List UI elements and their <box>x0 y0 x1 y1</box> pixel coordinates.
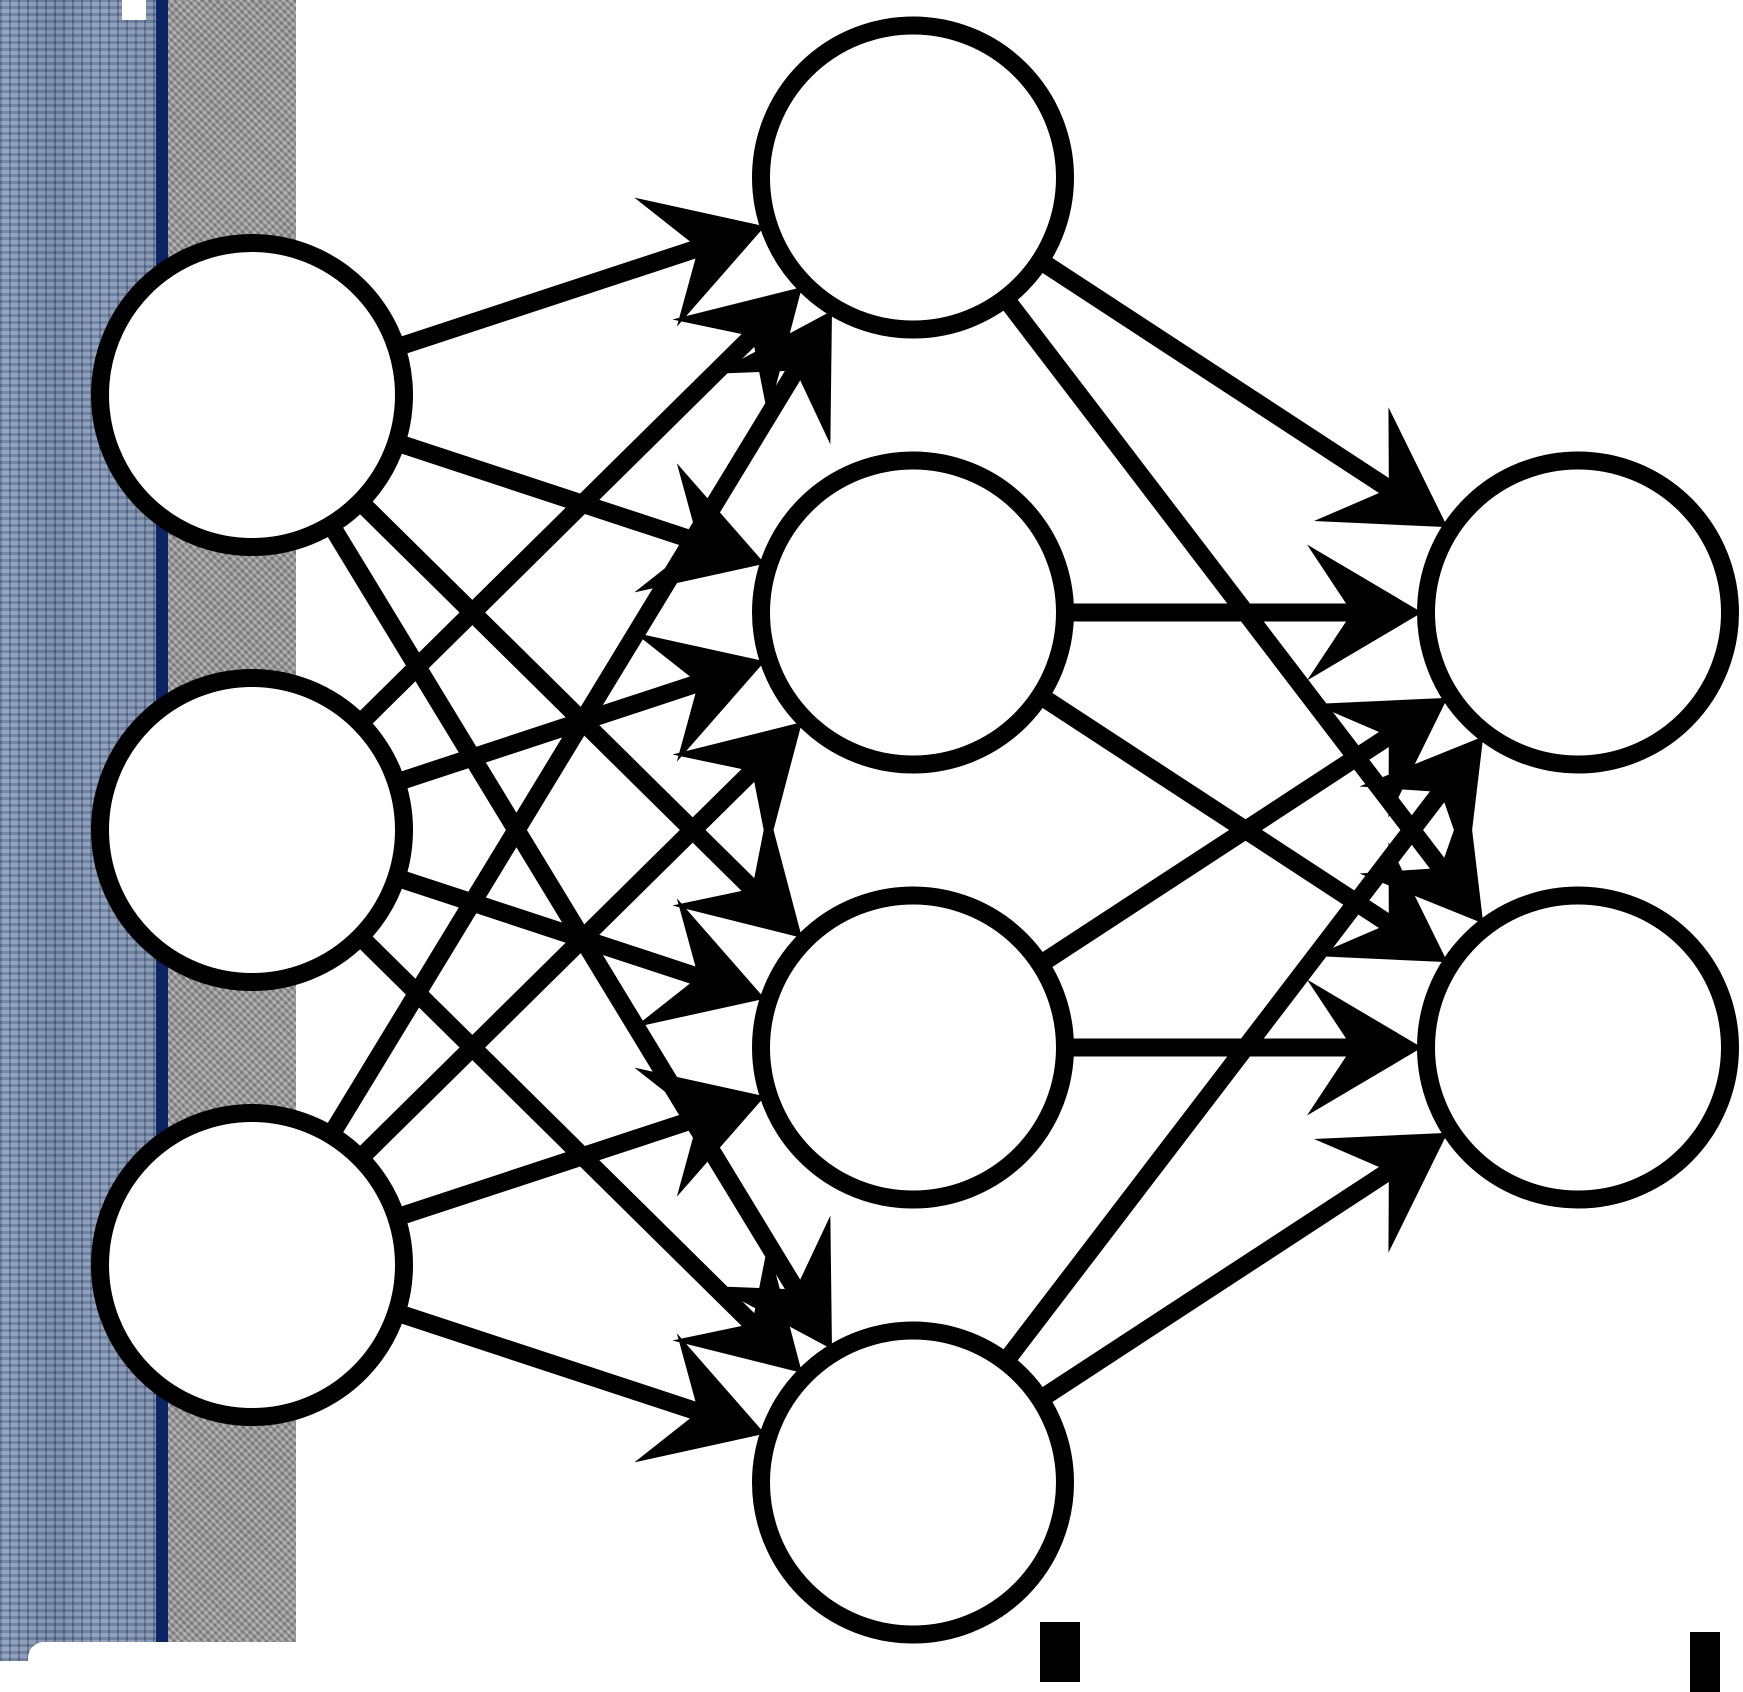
node-layer1-2 <box>752 886 1074 1209</box>
edge-l0-n1-to-l1-n3 <box>358 934 766 1338</box>
edge-l0-n0-to-l1-n1 <box>399 435 711 554</box>
nodes-layer <box>91 16 1739 1644</box>
arrowhead-l0-n2-to-l1-n0 <box>714 310 832 445</box>
arrowhead-l0-n2-to-l1-n1 <box>672 722 802 852</box>
arrowhead-l1-n3-to-l2-n1 <box>1313 1132 1448 1253</box>
edge-l0-n1-to-l1-n1 <box>399 671 711 790</box>
cropped-letter-fragment <box>1040 1622 1080 1682</box>
arrowhead-l1-n3-to-l2-n0 <box>1359 736 1484 870</box>
arrowhead-l1-n1-to-l2-n1 <box>1313 842 1448 963</box>
arrowhead-l0-n1-to-l1-n1 <box>634 632 765 762</box>
arrowhead-l0-n1-to-l1-n2 <box>634 898 765 1028</box>
node-layer1-0 <box>752 16 1074 339</box>
cropped-letter-fragment-2 <box>1690 1632 1720 1692</box>
edge-l1-n0-to-l2-n0 <box>1040 256 1403 502</box>
edge-l1-n0-to-l2-n1 <box>1001 297 1454 882</box>
node-layer2-1 <box>1417 886 1739 1209</box>
edge-l1-n1-to-l2-n1 <box>1040 691 1403 937</box>
node-layer0-1 <box>91 669 413 991</box>
edge-l1-n3-to-l2-n1 <box>1040 1158 1403 1404</box>
edge-l1-n2-to-l2-n0 <box>1040 723 1403 969</box>
arrowhead-l1-n1-to-l2-n0 <box>1307 544 1422 681</box>
arrowhead-l1-n0-to-l2-n1 <box>1359 790 1484 924</box>
edge-l0-n2-to-l1-n2 <box>399 1106 711 1225</box>
arrowhead-l0-n0-to-l1-n0 <box>634 197 765 327</box>
arrowhead-l1-n2-to-l2-n1 <box>1307 979 1422 1116</box>
edge-l0-n2-to-l1-n1 <box>358 757 766 1161</box>
arrowhead-l0-n1-to-l1-n3 <box>672 1243 802 1373</box>
edge-l0-n0-to-l1-n3 <box>326 525 809 1303</box>
edge-l0-n1-to-l1-n2 <box>399 870 711 989</box>
arrowhead-l0-n0-to-l1-n3 <box>714 1215 832 1350</box>
edge-l0-n1-to-l1-n0 <box>358 322 766 726</box>
node-layer0-0 <box>91 234 413 556</box>
node-layer2-0 <box>1417 451 1739 774</box>
node-layer1-1 <box>752 451 1074 774</box>
edges-layer <box>326 197 1484 1463</box>
arrowhead-l0-n2-to-l1-n3 <box>634 1333 765 1463</box>
edge-l0-n2-to-l1-n0 <box>326 357 809 1135</box>
arrowhead-l1-n0-to-l2-n0 <box>1313 407 1448 528</box>
edge-l0-n0-to-l1-n0 <box>399 236 711 355</box>
top-corner-mark <box>122 0 146 20</box>
arrowhead-l0-n1-to-l1-n0 <box>672 287 802 417</box>
edge-l0-n2-to-l1-n3 <box>399 1305 711 1424</box>
node-layer0-2 <box>91 1104 413 1426</box>
node-layer1-3 <box>752 1321 1074 1644</box>
edge-l1-n3-to-l2-n0 <box>1001 778 1454 1363</box>
arrowhead-l0-n2-to-l1-n2 <box>634 1067 765 1197</box>
arrowhead-l1-n2-to-l2-n0 <box>1313 697 1448 818</box>
